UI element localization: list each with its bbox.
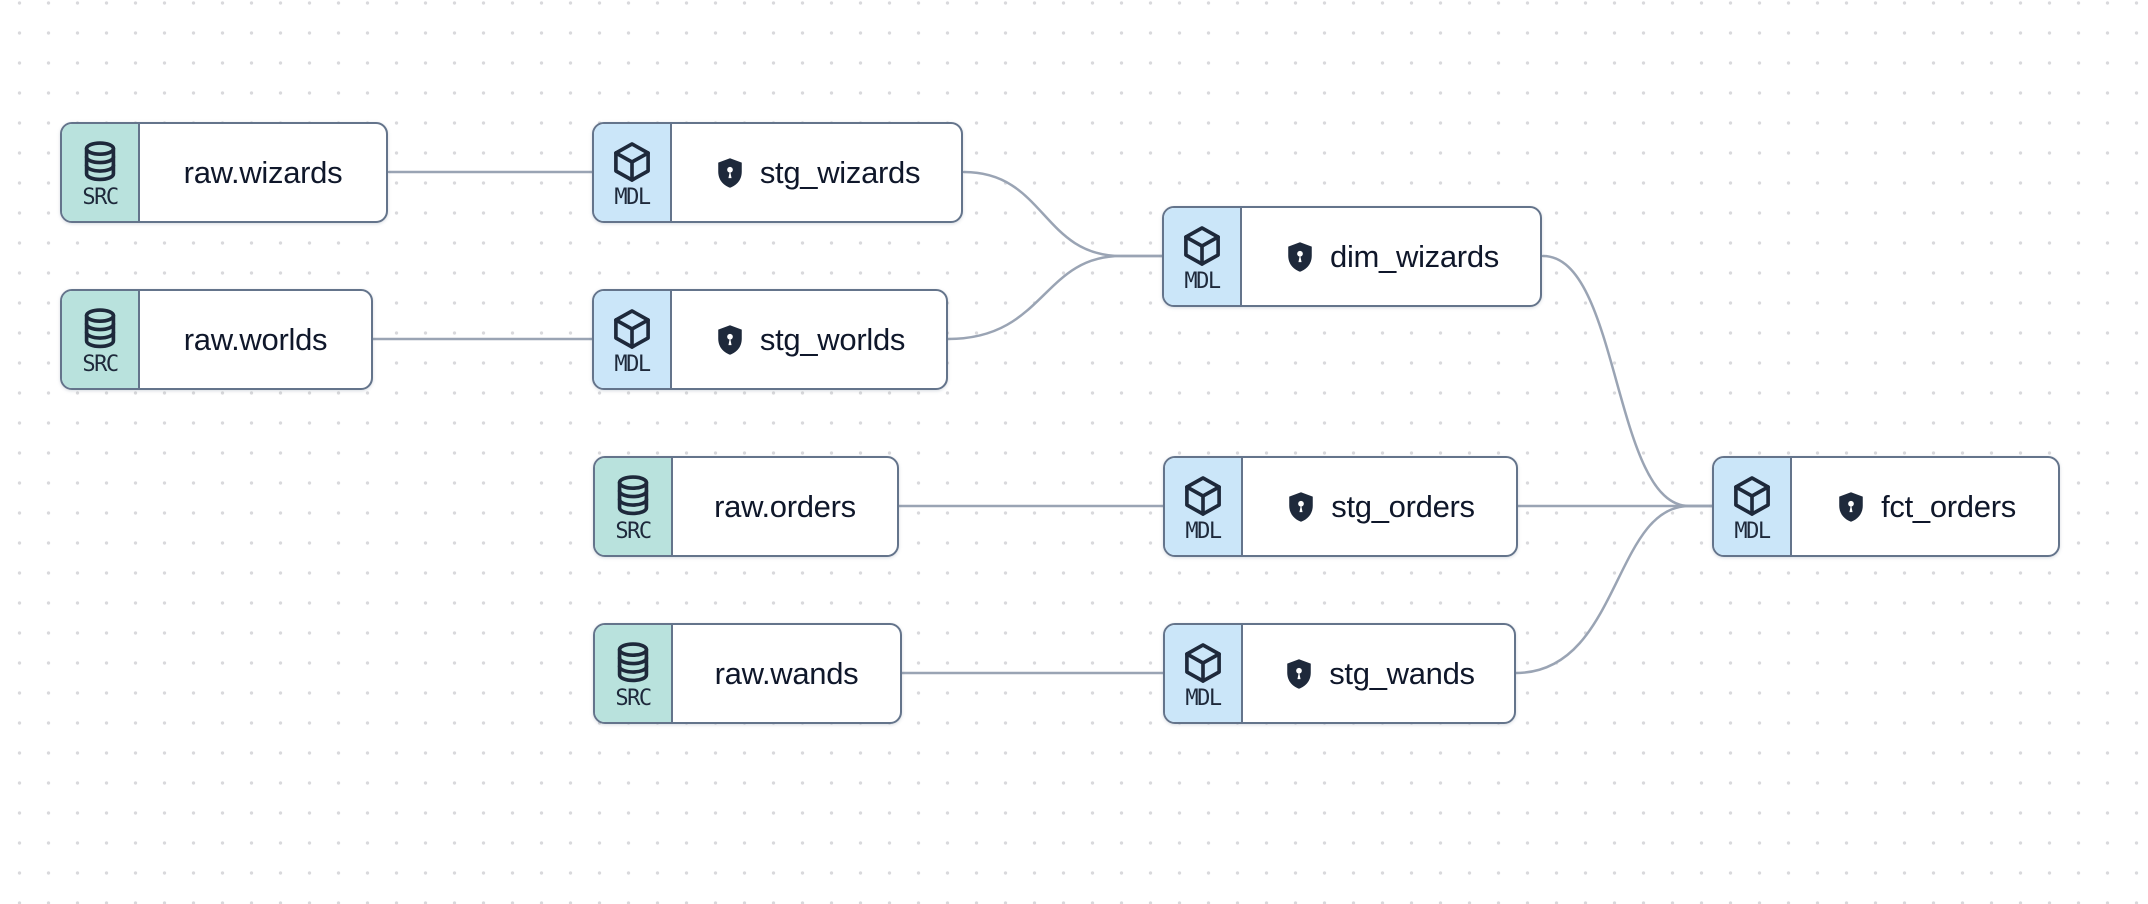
cube-icon [1179, 223, 1225, 269]
node-label: fct_orders [1881, 488, 2016, 524]
shield-lock-icon [1834, 490, 1868, 524]
node-type-label: MDL [1185, 519, 1222, 545]
lineage-node-stg-orders[interactable]: MDL stg_orders [1163, 456, 1518, 557]
node-type-label: MDL [1184, 269, 1221, 295]
lineage-node-raw-orders[interactable]: SRC raw.orders [593, 456, 899, 557]
node-body: raw.worlds [140, 291, 371, 388]
node-body: raw.wizards [140, 124, 386, 221]
node-type-section: MDL [1165, 458, 1243, 555]
lineage-node-stg-wands[interactable]: MDL stg_wands [1163, 623, 1516, 724]
edge-stg-wizards-to-dim-wizards [962, 170, 1164, 258]
cube-icon [1729, 473, 1775, 519]
node-type-label: SRC [615, 686, 652, 712]
shield-lock-icon [1282, 657, 1316, 691]
lineage-node-stg-worlds[interactable]: MDL stg_worlds [592, 289, 948, 390]
node-type-section: SRC [62, 124, 140, 221]
database-icon [610, 640, 656, 686]
node-type-label: SRC [82, 352, 119, 378]
node-label: stg_wizards [759, 154, 921, 190]
node-body: raw.orders [673, 458, 897, 555]
lineage-node-fct-orders[interactable]: MDL fct_orders [1712, 456, 2060, 557]
node-body: dim_wizards [1242, 208, 1540, 305]
shield-lock-icon [713, 323, 747, 357]
node-body: stg_orders [1243, 458, 1516, 555]
database-icon [77, 139, 123, 185]
node-type-label: MDL [1185, 686, 1222, 712]
node-type-section: MDL [1164, 208, 1242, 305]
node-label: stg_worlds [759, 321, 906, 357]
cube-icon [609, 139, 655, 185]
lineage-node-raw-wands[interactable]: SRC raw.wands [593, 623, 902, 724]
node-type-label: MDL [614, 352, 651, 378]
node-label: raw.wizards [183, 154, 343, 190]
node-label: stg_orders [1331, 488, 1475, 524]
node-type-section: MDL [1714, 458, 1792, 555]
node-label: stg_wands [1329, 655, 1475, 691]
node-body: stg_wizards [672, 124, 961, 221]
node-type-section: MDL [1165, 625, 1243, 722]
lineage-node-stg-wizards[interactable]: MDL stg_wizards [592, 122, 963, 223]
node-label: raw.orders [714, 488, 856, 524]
node-type-label: MDL [614, 185, 651, 211]
node-type-label: SRC [82, 185, 119, 211]
lineage-node-raw-wizards[interactable]: SRC raw.wizards [60, 122, 388, 223]
node-type-section: SRC [595, 458, 673, 555]
node-type-section: MDL [594, 291, 672, 388]
database-icon [610, 473, 656, 519]
node-type-label: SRC [615, 519, 652, 545]
lineage-node-dim-wizards[interactable]: MDL dim_wizards [1162, 206, 1542, 307]
shield-lock-icon [1284, 490, 1318, 524]
shield-lock-icon [713, 156, 747, 190]
edge-stg-wands-to-fct-orders [1514, 504, 1714, 675]
node-type-section: SRC [595, 625, 673, 722]
node-body: stg_wands [1243, 625, 1514, 722]
node-label: raw.wands [714, 655, 859, 691]
cube-icon [609, 306, 655, 352]
node-type-section: MDL [594, 124, 672, 221]
edge-stg-worlds-to-dim-wizards [946, 254, 1164, 341]
edge-dim-wizards-to-fct-orders [1541, 254, 1714, 508]
cube-icon [1180, 640, 1226, 686]
lineage-node-raw-worlds[interactable]: SRC raw.worlds [60, 289, 373, 390]
node-label: raw.worlds [183, 321, 328, 357]
cube-icon [1180, 473, 1226, 519]
node-body: fct_orders [1792, 458, 2058, 555]
database-icon [77, 306, 123, 352]
shield-lock-icon [1283, 240, 1317, 274]
node-label: dim_wizards [1330, 238, 1499, 274]
node-body: stg_worlds [672, 291, 946, 388]
node-type-section: SRC [62, 291, 140, 388]
node-body: raw.wands [673, 625, 900, 722]
node-type-label: MDL [1734, 519, 1771, 545]
